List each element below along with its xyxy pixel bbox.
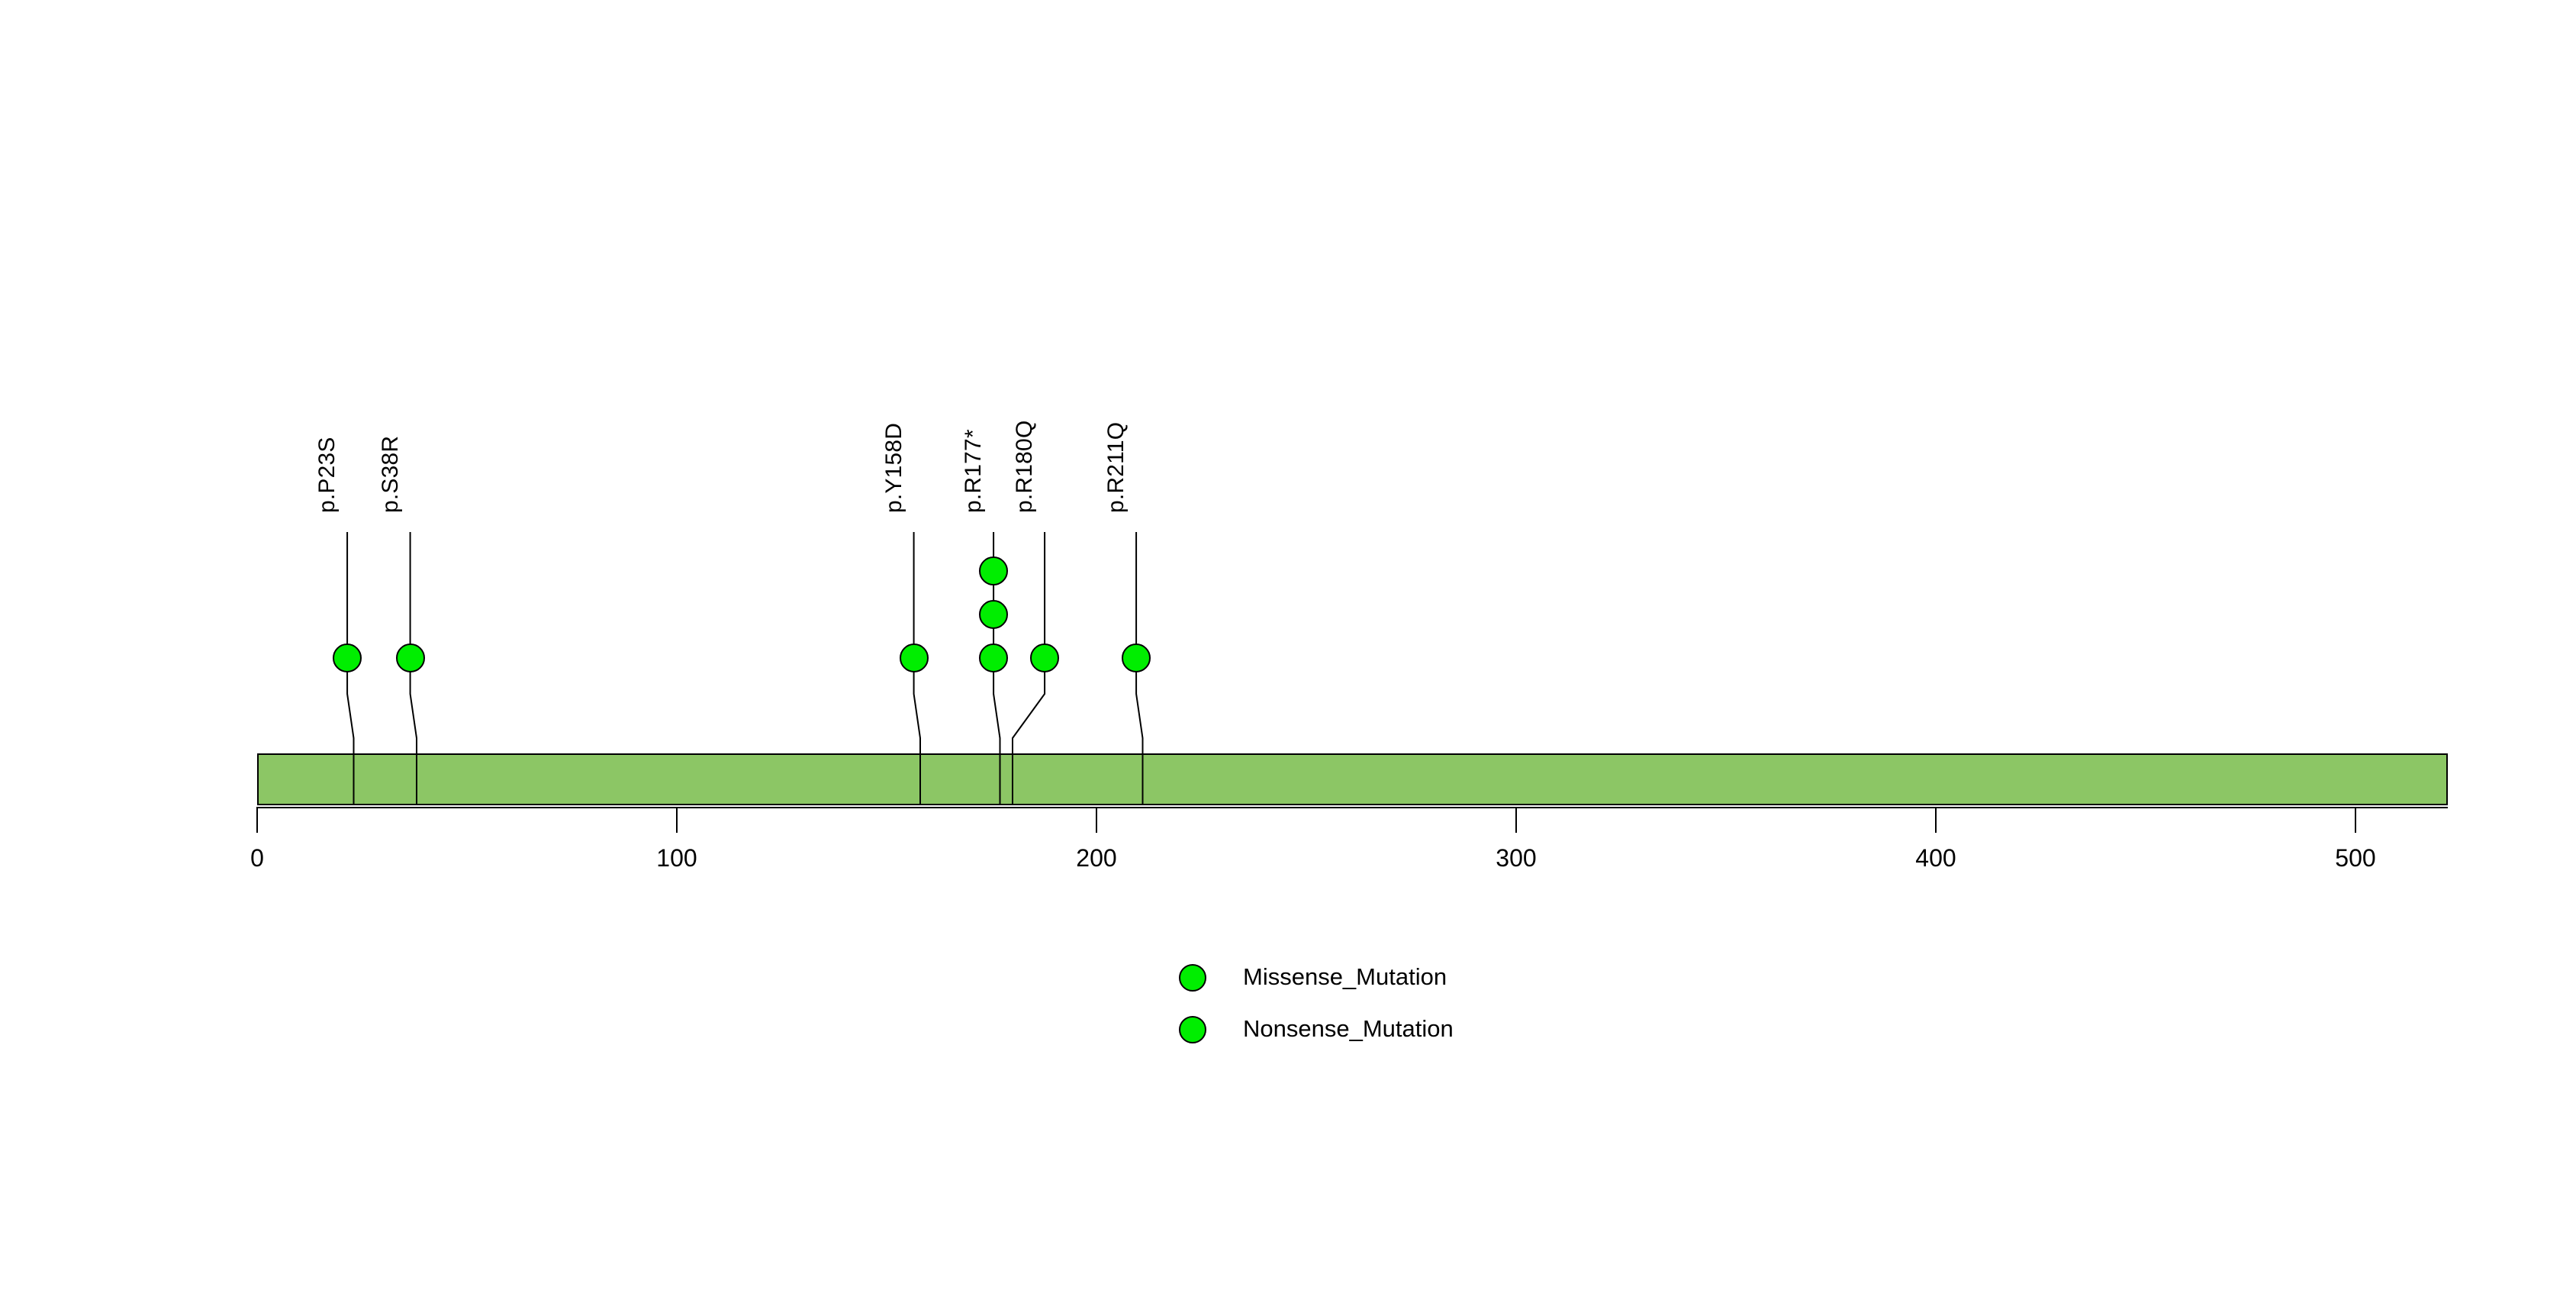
x-axis-tick — [256, 807, 258, 833]
mutation-label: p.R180Q — [1012, 420, 1038, 513]
x-axis-tick-label: 100 — [656, 844, 697, 872]
lollipop-dot[interactable] — [979, 556, 1009, 585]
protein-backbone-bar — [257, 753, 2448, 805]
lollipop-dot[interactable] — [1122, 643, 1151, 672]
legend-label: Nonsense_Mutation — [1243, 1015, 1454, 1042]
mutation-label: p.R211Q — [1103, 421, 1129, 513]
legend-swatch-circle-icon — [1179, 964, 1206, 992]
legend-swatch-circle-icon — [1179, 1016, 1206, 1043]
x-axis-tick-label: 500 — [2335, 844, 2376, 872]
lollipop-dot[interactable] — [1030, 643, 1060, 672]
mutation-label: p.P23S — [314, 437, 340, 513]
x-axis-tick — [1515, 807, 1517, 833]
x-axis-tick-label: 400 — [1915, 844, 1956, 872]
lollipop-dot[interactable] — [979, 643, 1009, 672]
x-axis-line — [257, 807, 2448, 808]
lollipop-dot[interactable] — [395, 643, 425, 672]
lollipop-dot[interactable] — [333, 643, 362, 672]
legend-label: Missense_Mutation — [1243, 963, 1447, 990]
x-axis-tick-label: 200 — [1076, 844, 1117, 872]
x-axis-tick — [1096, 807, 1097, 833]
x-axis-tick — [676, 807, 678, 833]
mutation-label: p.R177* — [961, 429, 987, 513]
mutation-label: p.S38R — [377, 435, 403, 513]
lollipop-dot[interactable] — [979, 600, 1009, 629]
x-axis-tick-label: 0 — [250, 844, 264, 872]
x-axis-tick — [2355, 807, 2356, 833]
x-axis-tick-label: 300 — [1496, 844, 1537, 872]
x-axis-tick — [1935, 807, 1937, 833]
mutation-label: p.Y158D — [881, 422, 906, 513]
lollipop-dot[interactable] — [899, 643, 929, 672]
